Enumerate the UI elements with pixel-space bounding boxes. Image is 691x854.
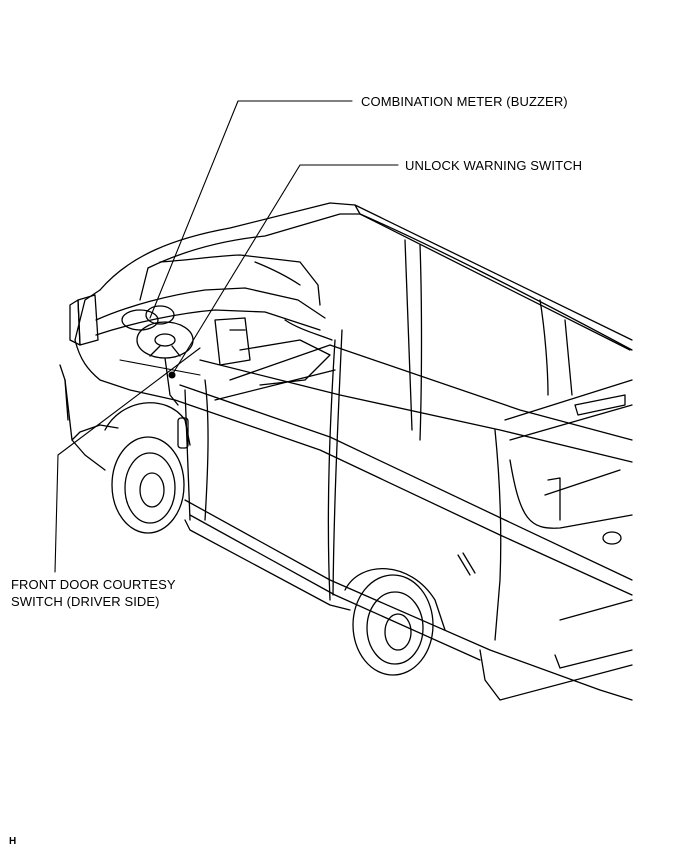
- label-courtesy-line2: SWITCH (DRIVER SIDE): [11, 594, 160, 609]
- figure-code: H: [9, 836, 17, 847]
- label-combination-meter: COMBINATION METER (BUZZER): [361, 94, 568, 109]
- label-unlock-warning-switch: UNLOCK WARNING SWITCH: [405, 158, 583, 173]
- leader-lines: [55, 101, 398, 572]
- leader-front-door-courtesy: [55, 348, 200, 572]
- van-body: [60, 203, 632, 700]
- label-courtesy-line1: FRONT DOOR COURTESY: [11, 577, 176, 592]
- leader-unlock-warning-switch: [172, 165, 398, 375]
- leader-combination-meter: [150, 101, 352, 318]
- label-front-door-courtesy-switch: FRONT DOOR COURTESY SWITCH (DRIVER SIDE): [11, 576, 176, 610]
